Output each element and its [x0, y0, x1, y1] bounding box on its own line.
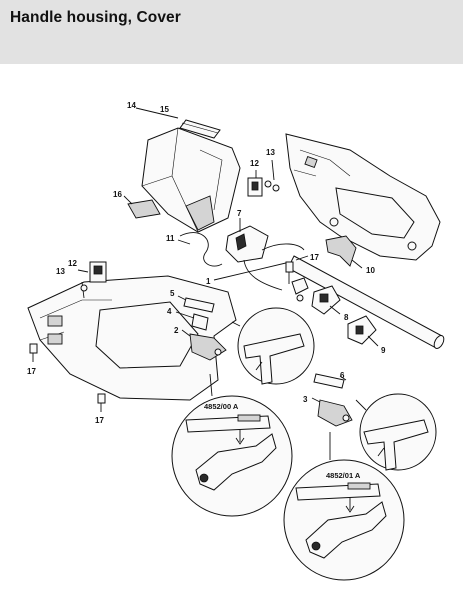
callout-5: 5 [170, 289, 175, 298]
callout-17-left: 17 [27, 367, 36, 376]
lever-2 [181, 329, 227, 361]
page-title: Handle housing, Cover [10, 9, 181, 26]
callout-17-bottom: 17 [95, 416, 104, 425]
callout-11: 11 [166, 234, 175, 243]
lever-5 [177, 295, 215, 313]
leader-14 [135, 107, 179, 119]
screw-17-left [29, 343, 38, 362]
callout-12: 12 [250, 159, 259, 168]
detail-circle-a [171, 373, 293, 517]
handle-housing-left [27, 275, 237, 401]
screw-17-bottom [97, 393, 106, 412]
cover-housing [141, 127, 241, 233]
callout-17-upper: 17 [310, 253, 319, 262]
callout-7: 7 [237, 209, 242, 218]
callout-16: 16 [113, 190, 122, 199]
callout-8: 8 [344, 313, 349, 322]
callout-14: 14 [127, 101, 136, 110]
lever-6 [313, 373, 347, 389]
detail-circle-lever [231, 307, 315, 385]
handle-housing-right [285, 133, 441, 261]
detail-circle-b [283, 432, 405, 581]
clip-10 [325, 235, 357, 267]
callout-1: 1 [206, 277, 211, 286]
callout-13-lower: 13 [56, 267, 65, 276]
lever-3 [311, 397, 353, 427]
connector-part [291, 277, 309, 302]
callout-12-lower: 12 [68, 259, 77, 268]
callout-13: 13 [266, 148, 275, 157]
exploded-parts-diagram: 14 15 16 13 12 7 11 12 13 1 17 10 8 9 5 … [27, 101, 445, 581]
label-strip-15 [179, 119, 221, 139]
switch-8 [311, 285, 341, 315]
detail-ref-a: 4852/00 A [204, 402, 239, 411]
callout-2: 2 [174, 326, 179, 335]
header-bar: Handle housing, Cover [0, 0, 463, 64]
callout-9: 9 [381, 346, 386, 355]
callout-6: 6 [340, 371, 345, 380]
callout-15: 15 [160, 105, 169, 114]
bracket-12-lower [77, 261, 107, 292]
switch-12-upper [247, 159, 280, 197]
switch-9 [347, 315, 379, 347]
plate-16 [127, 199, 161, 219]
detail-ref-b: 4852/01 A [326, 471, 361, 480]
switch-module-7 [225, 218, 269, 263]
lever-4 [175, 311, 209, 331]
callout-labels: 14 15 16 13 12 7 11 12 13 1 17 10 8 9 5 … [27, 101, 386, 480]
callout-10: 10 [366, 266, 375, 275]
screw-17-upper [285, 255, 309, 284]
callout-3: 3 [303, 395, 308, 404]
cable-11 [179, 232, 223, 267]
cable-run [243, 243, 305, 291]
detail-circle-lever-b [355, 393, 437, 471]
callout-4: 4 [167, 307, 172, 316]
